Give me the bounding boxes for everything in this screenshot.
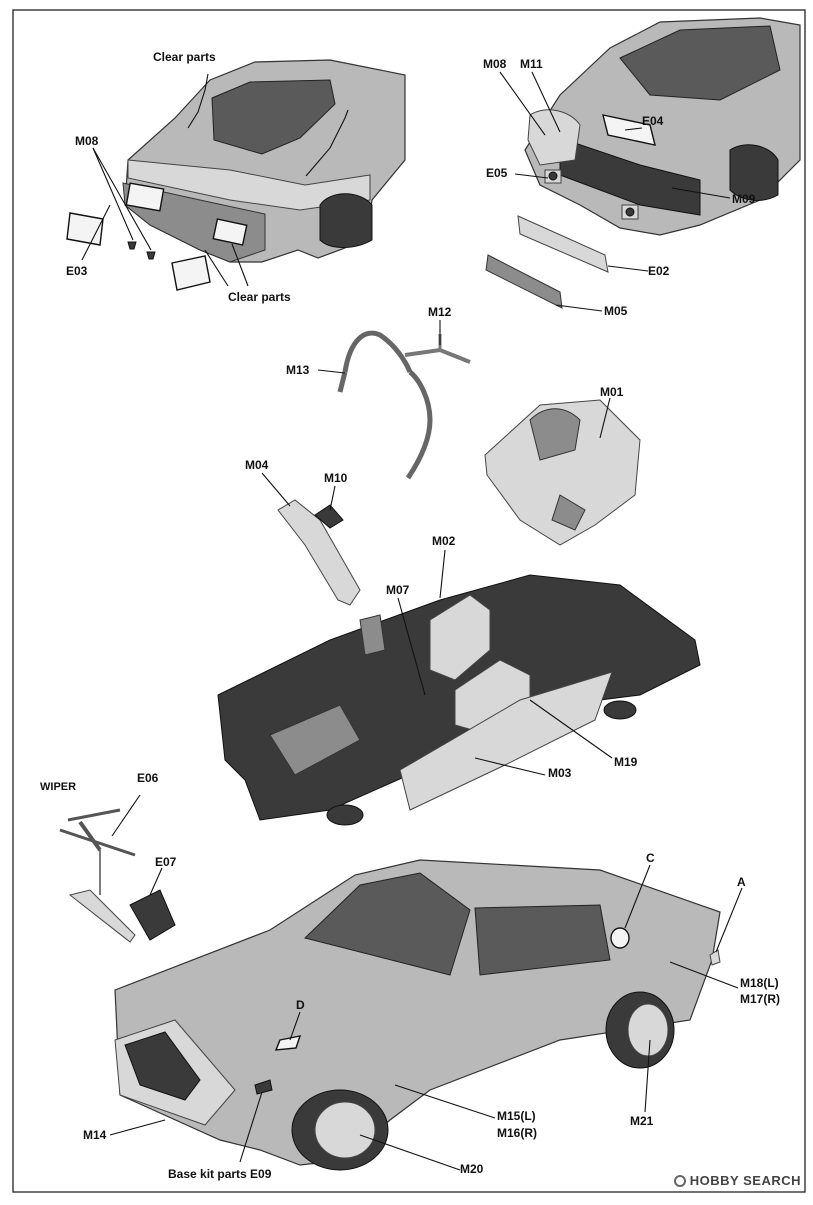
- label-m02: M02: [432, 534, 456, 548]
- label-e07: E07: [155, 855, 177, 869]
- clear-lens-lower: [171, 255, 211, 291]
- watermark: HOBBY SEARCH: [673, 1173, 801, 1188]
- label-m15: M15(L): [497, 1109, 536, 1123]
- label-e06: E06: [137, 771, 159, 785]
- label-m18: M18(L): [740, 976, 779, 990]
- label-m07: M07: [386, 583, 410, 597]
- label-m10: M10: [324, 471, 348, 485]
- label-e04: E04: [642, 114, 664, 128]
- label-m17: M17(R): [740, 992, 781, 1006]
- label-m14: M14: [83, 1128, 107, 1142]
- watermark-text: HOBBY SEARCH: [689, 1173, 801, 1188]
- m08-pin-a: [127, 241, 137, 250]
- label-d: D: [296, 998, 305, 1012]
- wiper-parts-illustration: [59, 808, 176, 943]
- label-m20: M20: [460, 1162, 484, 1176]
- label-m03: M03: [548, 766, 572, 780]
- m04-panel: [277, 499, 361, 606]
- roll-cage-illustration: [337, 330, 471, 480]
- label-m21: M21: [630, 1114, 654, 1128]
- label-e03: E03: [66, 264, 88, 278]
- label-e05: E05: [486, 166, 508, 180]
- label-m12: M12: [428, 305, 452, 319]
- page-border: [12, 9, 806, 1193]
- label-m09: M09: [732, 192, 756, 206]
- label-m05: M05: [604, 304, 628, 318]
- rear-body-illustration: [122, 59, 406, 263]
- label-m13: M13: [286, 363, 310, 377]
- label-m08-rear: M08: [75, 134, 99, 148]
- front-body-illustration: [524, 17, 801, 236]
- e02-panel: [517, 215, 609, 273]
- label-m19: M19: [614, 755, 638, 769]
- label-base-kit-parts: Base kit parts E09: [168, 1167, 272, 1181]
- label-m04: M04: [245, 458, 269, 472]
- label-m01: M01: [600, 385, 624, 399]
- floor-pan-illustration: [484, 399, 641, 546]
- m05-grille: [485, 254, 563, 309]
- label-e02: E02: [648, 264, 670, 278]
- m08-pin-b: [146, 251, 156, 260]
- label-clear-parts-top: Clear parts: [153, 50, 216, 64]
- m10-mirror: [314, 504, 344, 529]
- hobby-search-logo-icon: [673, 1175, 686, 1187]
- label-wiper: WIPER: [40, 781, 77, 793]
- label-m11: M11: [520, 57, 543, 71]
- finished-car-illustration: [114, 859, 721, 1171]
- label-clear-parts-bottom: Clear parts: [228, 290, 291, 304]
- label-m08-front: M08: [483, 57, 507, 71]
- label-m16: M16(R): [497, 1126, 538, 1140]
- label-a: A: [737, 875, 746, 889]
- chassis-illustration: [217, 574, 701, 826]
- label-c: C: [646, 851, 655, 865]
